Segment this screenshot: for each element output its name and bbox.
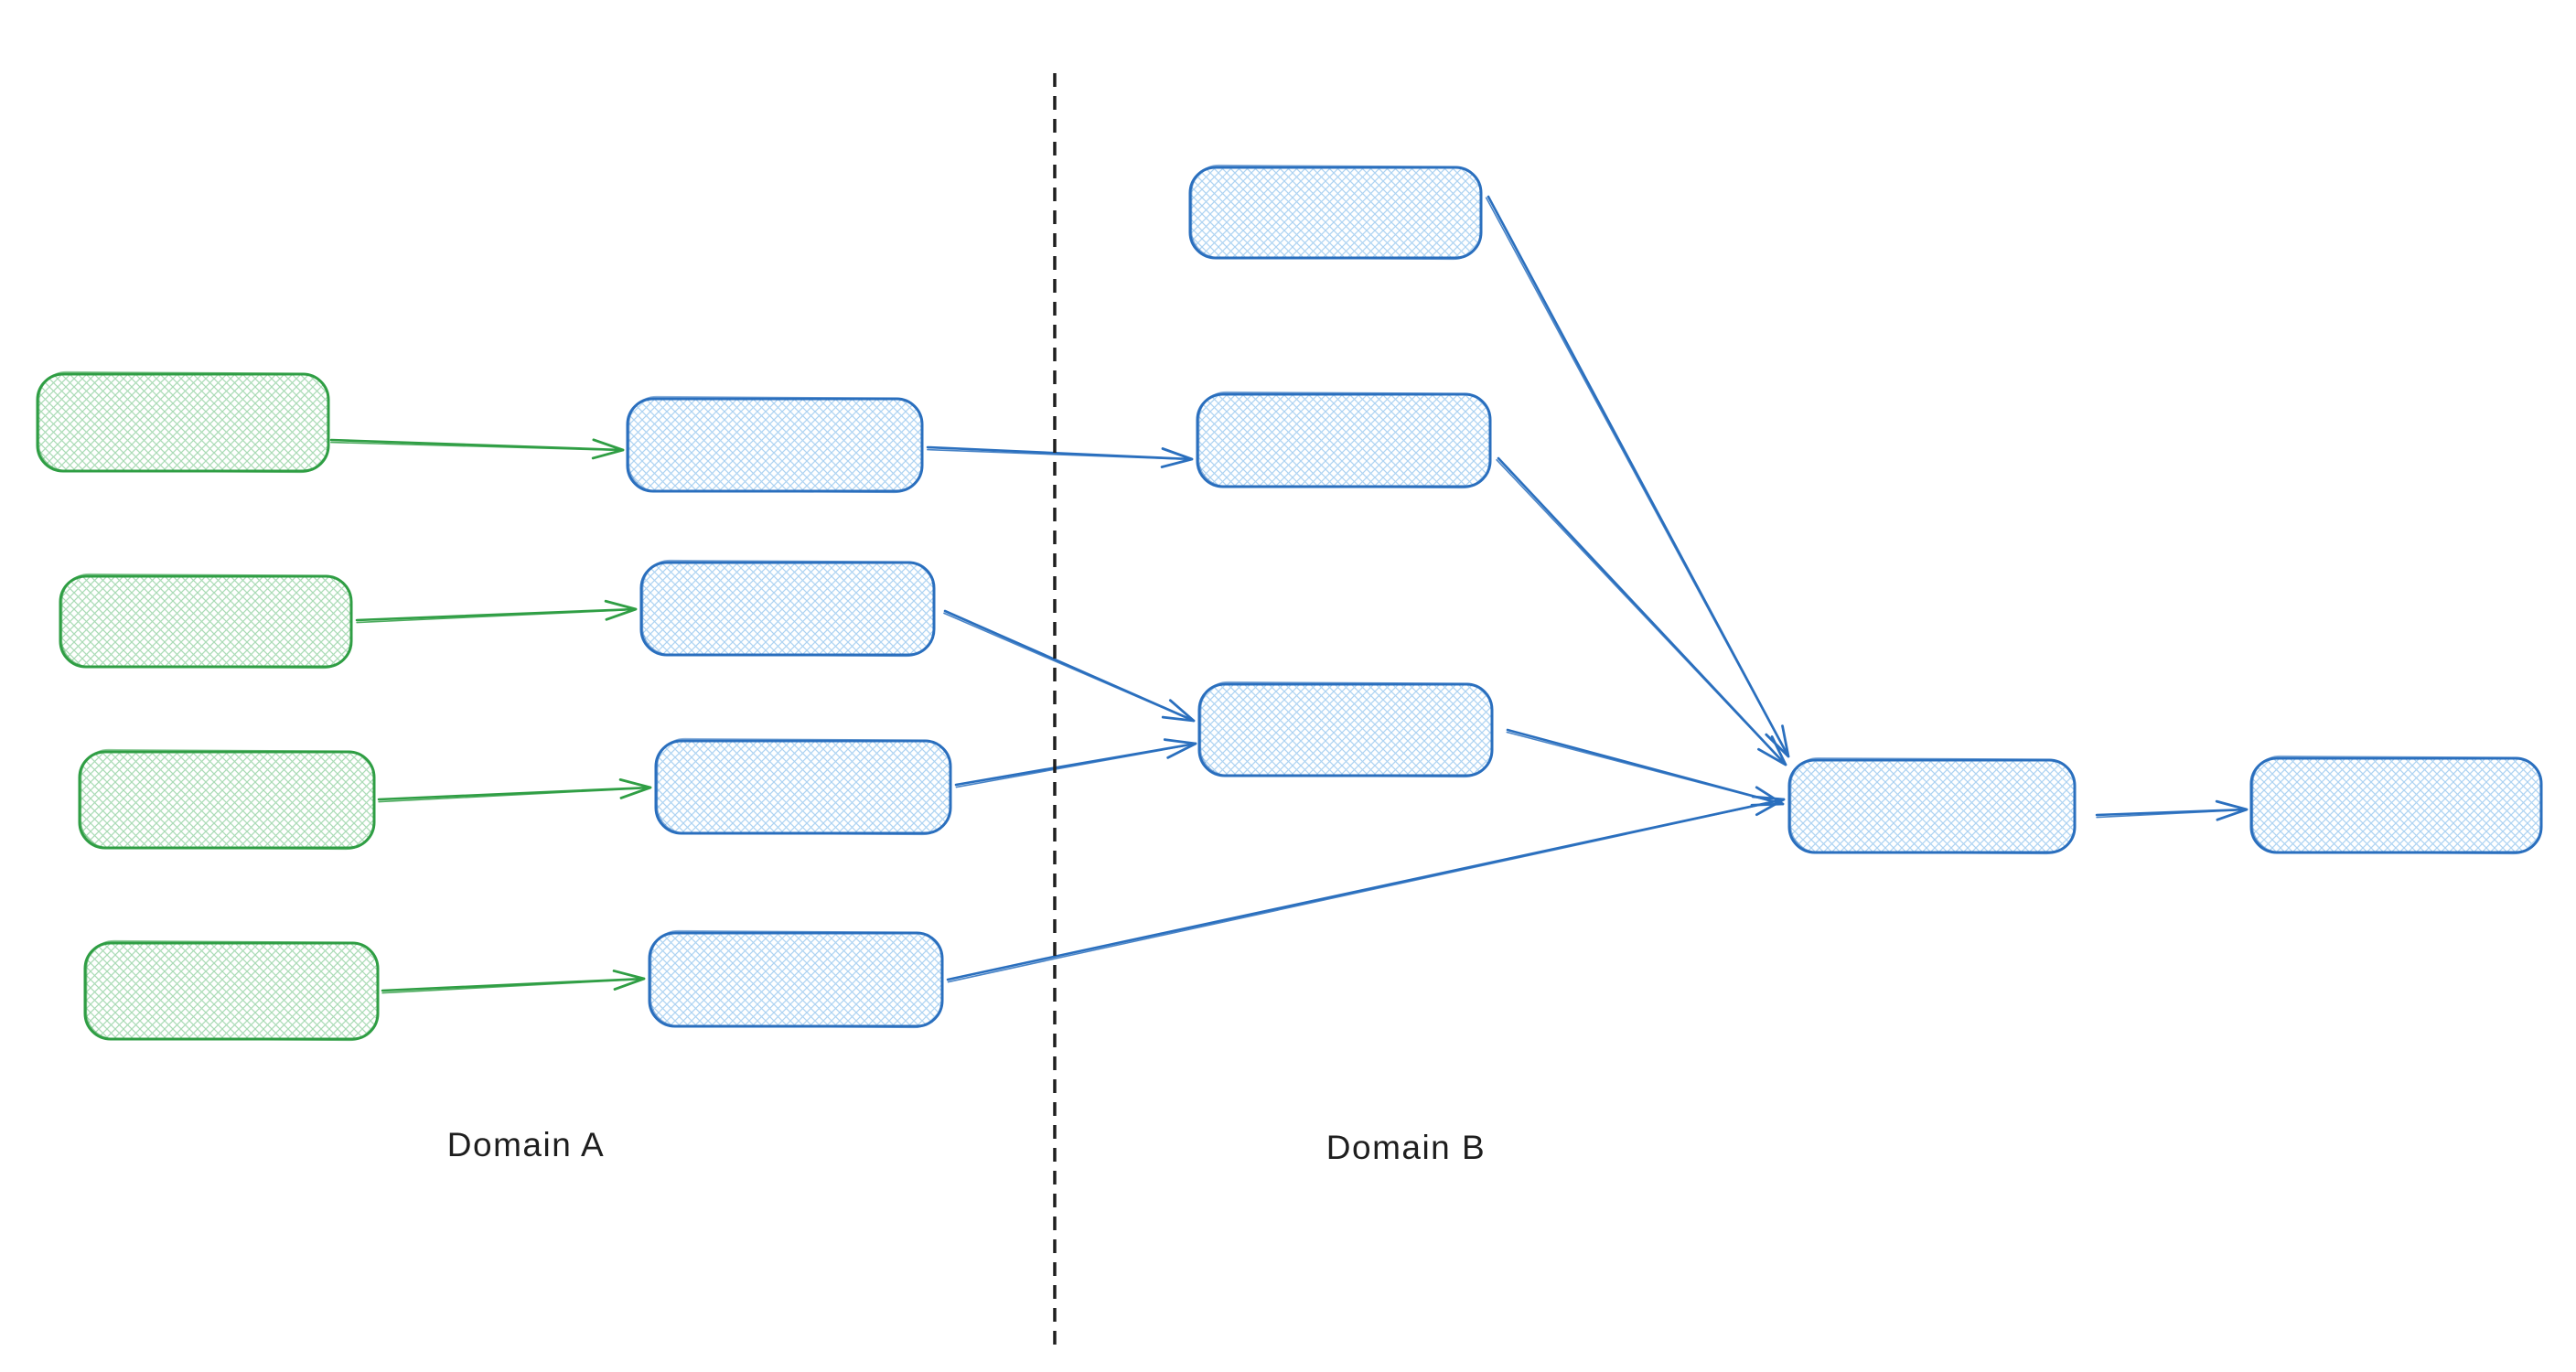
edge-src1-stage1 bbox=[329, 438, 625, 460]
domain-a-stage-4-box bbox=[648, 931, 944, 1028]
edge-src4-stage4 bbox=[381, 970, 646, 994]
edge-src2-stage2 bbox=[355, 599, 638, 624]
edge-hub-output bbox=[2095, 799, 2249, 821]
edge-b2-hub bbox=[1496, 456, 1787, 766]
edge-b2-hub-arrowhead bbox=[1757, 735, 1787, 766]
node-domain-b-node-2 bbox=[1196, 391, 1492, 489]
edge-src3-stage3-arrowhead bbox=[618, 777, 652, 799]
edge-b1-hub-arrowhead bbox=[1765, 724, 1790, 758]
domain-a-label: Domain A bbox=[447, 1126, 605, 1163]
node-domain-b-node-1 bbox=[1188, 164, 1483, 261]
domain-a-source-1-box bbox=[36, 372, 330, 473]
domain-a-source-3-box bbox=[78, 750, 376, 850]
node-domain-a-source-4 bbox=[83, 939, 380, 1042]
edge-src4-stage4-sketch-line bbox=[381, 979, 634, 994]
domain-a-stage-3-box bbox=[654, 739, 952, 835]
edge-src3-stage3 bbox=[377, 777, 652, 803]
edge-b3-hub bbox=[1506, 728, 1785, 807]
node-domain-a-stage-1 bbox=[626, 395, 924, 494]
domain-b-node-1-box bbox=[1188, 166, 1483, 260]
edge-b1-hub-line bbox=[1487, 195, 1790, 758]
domain-a-stage-2-sketch-outline bbox=[641, 559, 935, 658]
node-domain-a-stage-2 bbox=[639, 559, 936, 658]
edge-b3-hub-sketch-line bbox=[1506, 731, 1774, 803]
node-domain-b-node-3 bbox=[1197, 681, 1494, 778]
node-domain-b-output bbox=[2249, 755, 2543, 855]
domain-b-node-1-sketch-outline bbox=[1190, 164, 1482, 261]
edges-layer bbox=[329, 195, 2249, 994]
edge-stage2-b3-sketch-line bbox=[943, 612, 1185, 718]
edge-stage4-hub bbox=[946, 795, 1786, 983]
node-domain-a-source-1 bbox=[36, 370, 330, 474]
edge-stage1-b2-sketch-line bbox=[927, 448, 1182, 460]
domain-a-source-2-sketch-outline bbox=[60, 573, 352, 670]
edge-stage2-b3-arrowhead bbox=[1161, 699, 1196, 723]
domain-b-output-box bbox=[2249, 756, 2543, 854]
domain-b-hub-box bbox=[1787, 758, 2077, 854]
edge-src1-stage1-sketch-line bbox=[330, 441, 613, 451]
edge-stage4-hub-sketch-line bbox=[947, 801, 1775, 983]
domain-a-stage-4-sketch-outline bbox=[649, 929, 943, 1029]
edge-b3-hub-arrowhead bbox=[1750, 786, 1785, 807]
domain-a-stage-2-box bbox=[639, 561, 936, 657]
domain-a-source-1-sketch-outline bbox=[38, 370, 329, 474]
edge-b1-hub bbox=[1485, 195, 1790, 758]
edge-hub-output-arrowhead bbox=[2215, 799, 2249, 821]
domain-b-label: Domain B bbox=[1326, 1129, 1486, 1166]
edge-src2-stage2-sketch-line bbox=[356, 609, 626, 624]
edge-src1-stage1-arrowhead bbox=[591, 438, 625, 460]
edge-src4-stage4-arrowhead bbox=[612, 970, 646, 991]
domain-b-node-3-box bbox=[1197, 682, 1494, 777]
node-domain-a-source-3 bbox=[78, 748, 376, 851]
domain-a-source-2-box bbox=[59, 574, 353, 669]
domain-a-source-4-sketch-outline bbox=[85, 939, 379, 1042]
edge-b2-hub-sketch-line bbox=[1496, 458, 1779, 758]
domain-a-stage-1-sketch-outline bbox=[628, 395, 923, 494]
edge-stage3-b3-arrowhead bbox=[1163, 738, 1197, 759]
edge-src3-stage3-sketch-line bbox=[378, 788, 640, 803]
domain-a-stage-3-sketch-outline bbox=[656, 737, 951, 836]
domain-a-source-3-sketch-outline bbox=[80, 748, 375, 851]
edge-src2-stage2-arrowhead bbox=[604, 599, 638, 621]
node-domain-a-stage-3 bbox=[654, 737, 952, 836]
edge-b1-hub-sketch-line bbox=[1485, 197, 1784, 748]
domain-a-source-4-box bbox=[83, 941, 380, 1041]
node-domain-a-source-2 bbox=[59, 573, 353, 670]
edge-stage1-b2 bbox=[926, 445, 1194, 468]
edge-stage3-b3 bbox=[954, 738, 1197, 788]
edge-hub-output-sketch-line bbox=[2096, 809, 2237, 819]
domain-b-hub-sketch-outline bbox=[1789, 756, 2076, 855]
domain-b-node-3-sketch-outline bbox=[1199, 681, 1493, 778]
edge-stage4-hub-line bbox=[946, 798, 1786, 981]
domain-b-node-2-box bbox=[1196, 392, 1492, 488]
edge-stage3-b3-sketch-line bbox=[955, 745, 1186, 788]
node-domain-b-hub bbox=[1787, 756, 2077, 855]
domain-b-node-2-sketch-outline bbox=[1197, 391, 1491, 489]
nodes-layer bbox=[36, 164, 2543, 1042]
edge-stage1-b2-arrowhead bbox=[1160, 447, 1194, 468]
domain-b-output-sketch-outline bbox=[2251, 755, 2542, 855]
domain-a-stage-1-box bbox=[626, 397, 924, 493]
edge-stage2-b3 bbox=[943, 609, 1196, 723]
edge-b2-hub-line bbox=[1497, 456, 1787, 766]
node-domain-a-stage-4 bbox=[648, 929, 944, 1029]
